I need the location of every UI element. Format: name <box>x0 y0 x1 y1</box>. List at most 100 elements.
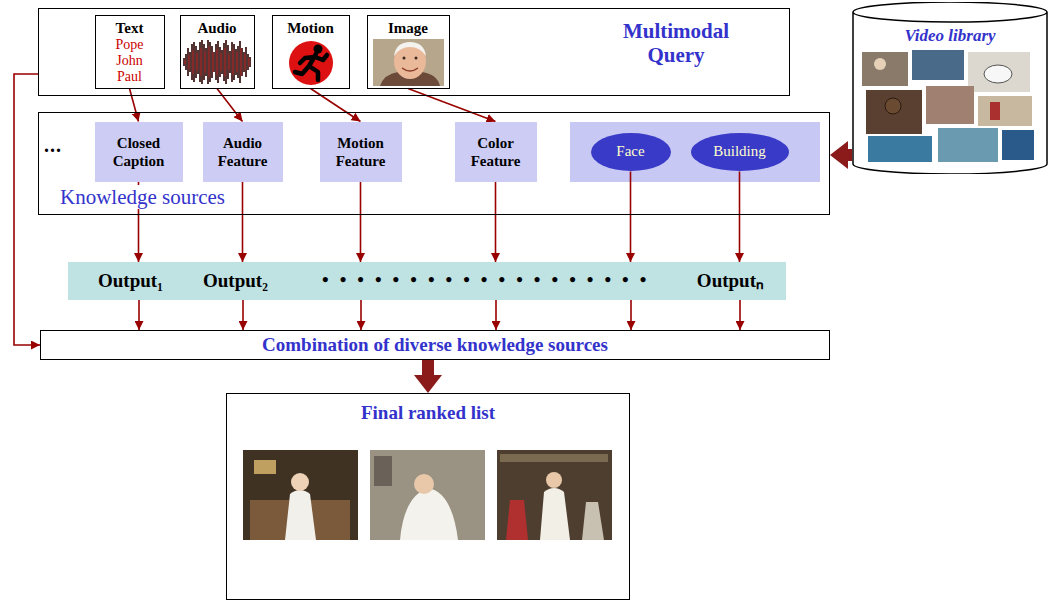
thumbnail <box>912 50 964 80</box>
photo-hair <box>394 42 426 56</box>
photo-eye <box>415 57 418 60</box>
arrow-connector <box>408 89 496 122</box>
thumbnail-figure <box>874 58 886 70</box>
ellipsis-mark: ... <box>44 134 62 157</box>
arrow-connector <box>630 300 632 330</box>
modality-name: Image <box>388 19 428 37</box>
panel-title: Multimodal Query <box>601 19 751 67</box>
feature-name: Audio Feature <box>207 134 279 170</box>
thumbnail-cup <box>984 65 1012 83</box>
thumbnail <box>978 96 1032 126</box>
modality-name: Motion <box>287 19 334 37</box>
query-box: Image <box>367 15 450 89</box>
output-dots-holder: ••••••••••••••••••• <box>322 269 657 291</box>
query-panel: Multimodal Query TextPope John Paul Audio M… <box>38 8 790 96</box>
photo-smile <box>402 68 418 71</box>
concept-name: Face <box>616 143 644 160</box>
query-box: TextPope John Paul <box>95 15 165 89</box>
concept-name: Building <box>713 143 766 160</box>
arrow-connector <box>360 182 362 263</box>
thumbnail <box>938 128 998 162</box>
arrow-connector <box>311 89 361 122</box>
panel-title: Knowledge sources <box>57 185 228 209</box>
icon-disc <box>289 41 333 85</box>
concept-ellipse: Building <box>690 132 790 172</box>
thumbnail <box>862 52 908 86</box>
arrow-connector <box>739 172 741 263</box>
result-figure <box>582 502 604 540</box>
result-head <box>414 474 434 494</box>
ellipsis-mark-holder: ... <box>44 134 62 157</box>
result-image <box>370 450 485 540</box>
result-images <box>243 450 612 540</box>
output-label: Outputₙ <box>697 270 764 292</box>
arrow-connector <box>360 300 362 330</box>
result-detail <box>500 454 608 462</box>
query-box: Audio <box>180 15 255 89</box>
photo-ground <box>373 39 444 86</box>
arrow-connector <box>138 300 140 330</box>
output-dots: ••••••••••••••••••• <box>322 269 657 291</box>
arrow-connector <box>630 172 632 263</box>
block-arrow <box>848 149 852 161</box>
thumbnail-figure <box>990 102 1000 120</box>
result-image <box>497 450 612 540</box>
arrow-connector <box>14 74 40 345</box>
output-label: Output₂ <box>203 270 268 292</box>
audio-waveform-core <box>185 47 249 77</box>
concept-panel <box>570 122 820 182</box>
arrow-connector <box>495 182 497 263</box>
cylinder-shape <box>853 2 1047 174</box>
audio-waveform <box>184 40 250 84</box>
result-figure <box>400 488 458 540</box>
arrow-connector <box>242 300 244 330</box>
result-title: Final ranked list <box>361 402 495 424</box>
photo-face <box>394 43 426 79</box>
arrow-connector <box>217 89 243 122</box>
thumbnail <box>866 90 922 134</box>
thumbnail <box>926 86 974 124</box>
arrow-connector <box>495 300 497 330</box>
query-box: Motion <box>272 15 350 89</box>
combiner-label: Combination of diverse knowledge sources <box>262 334 608 356</box>
thumbnail <box>1002 130 1034 160</box>
runner-body <box>295 54 327 80</box>
feature-name: Color Feature <box>459 134 533 170</box>
feature-name: Motion Feature <box>324 134 398 170</box>
thumbnail <box>868 136 932 162</box>
result-figure <box>285 490 316 540</box>
combiner-box: Combination of diverse knowledge sources <box>40 330 830 360</box>
result-detail <box>374 456 392 486</box>
result-head <box>291 473 309 491</box>
library-title: Video library <box>904 26 995 46</box>
query-text: Pope John Paul <box>106 37 154 85</box>
result-head <box>546 472 562 488</box>
result-box: Final ranked list <box>226 393 630 600</box>
knowledge-panel: Knowledge sources Closed Caption Audio Fea… <box>38 112 830 215</box>
modality-name: Text <box>116 19 144 37</box>
result-figure <box>540 488 570 540</box>
feature-box: Closed Caption <box>95 122 183 182</box>
result-image <box>243 450 358 540</box>
feature-name: Closed Caption <box>99 134 179 170</box>
block-arrow <box>422 360 434 375</box>
result-figure <box>506 500 528 540</box>
library-thumbnails <box>862 50 1034 162</box>
result-detail <box>254 460 276 474</box>
photo-eye <box>403 57 406 60</box>
feature-box: Audio Feature <box>203 122 283 182</box>
concept-shape <box>591 133 671 171</box>
concept-ellipse: Face <box>590 132 672 172</box>
concept-shape <box>691 133 789 171</box>
library-cylinder: Video library <box>852 2 1048 174</box>
output-label: Output₁ <box>98 270 203 292</box>
thumbnail <box>968 52 1030 92</box>
query-photo <box>373 39 444 86</box>
feature-box: Motion Feature <box>320 122 402 182</box>
modality-name: Audio <box>197 19 236 37</box>
arrow-connector <box>130 89 139 122</box>
feature-box: Color Feature <box>455 122 537 182</box>
arrow-connector <box>739 300 741 330</box>
